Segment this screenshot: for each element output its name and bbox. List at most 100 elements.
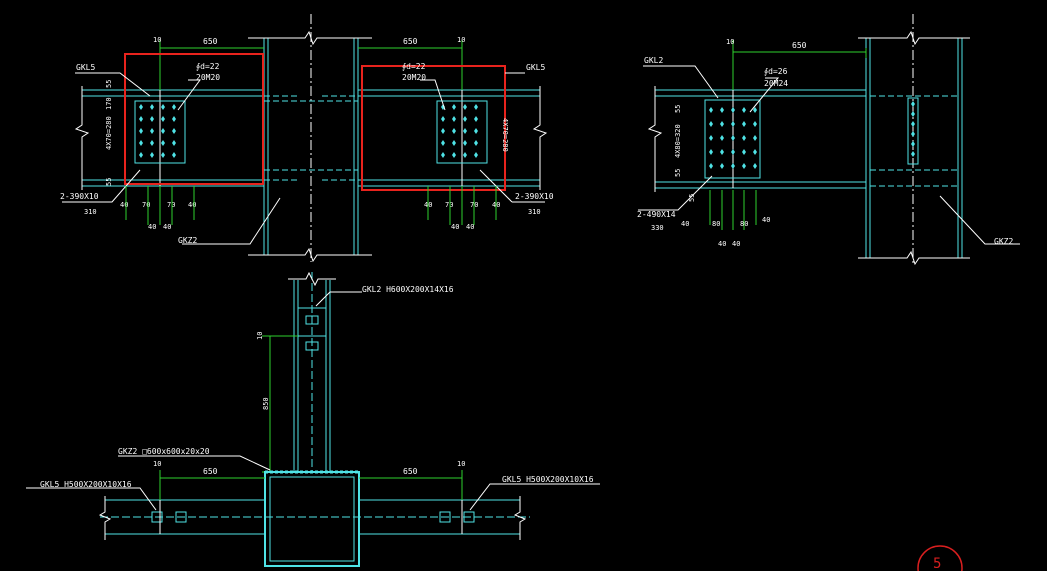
- label-plate-right: 2-390X10: [515, 192, 554, 201]
- bolt-group-right: [441, 104, 478, 158]
- highlight-box-left: [124, 53, 264, 185]
- bolt: [709, 107, 713, 113]
- label-gkz2-right: GKZ2: [994, 237, 1013, 246]
- bolt: [441, 128, 445, 134]
- bolt: [161, 116, 165, 122]
- bolt: [753, 163, 757, 169]
- bolt: [161, 128, 165, 134]
- dimensions-top-right: [709, 40, 867, 230]
- label-gkl5-plan-left: GKL5 H500X200X10X16: [40, 480, 132, 489]
- bolt: [139, 104, 143, 110]
- bolt: [742, 107, 746, 113]
- bolt: [709, 163, 713, 169]
- bolt: [474, 128, 478, 134]
- label-bolt-count-gkl2: 20M24: [764, 79, 788, 88]
- bolt: [463, 128, 467, 134]
- bolt-group-left: [139, 104, 176, 158]
- bolt: [150, 140, 154, 146]
- bolt: [161, 140, 165, 146]
- dim-10-right: 10: [457, 36, 465, 44]
- detail-gkl5-joint: 10 650 650 10 GKL5 ∮d=22 20M20 2-390X10 …: [60, 14, 554, 263]
- dim-170: 170: [105, 97, 113, 110]
- dim-330: 330: [651, 224, 664, 232]
- bolt: [139, 140, 143, 146]
- dim-310-right: 310: [528, 208, 541, 216]
- dim-85: 55: [674, 169, 682, 177]
- bolt: [474, 140, 478, 146]
- bolt: [720, 149, 724, 155]
- dim-10-plan-right: 10: [457, 460, 465, 468]
- bolt: [753, 135, 757, 141]
- bolt: [720, 107, 724, 113]
- bolt: [911, 131, 915, 137]
- dim-80-a: 80: [712, 220, 720, 228]
- dim-850: 850: [262, 397, 270, 410]
- detail-gkl2-joint: 10 650 GKL2 ∮d=26 20M24 2-490X14 330 GKZ…: [637, 14, 1020, 266]
- dim-70-c: 70: [445, 201, 453, 209]
- bolt: [911, 141, 915, 147]
- dim-40-c: 40: [148, 223, 156, 231]
- dim-4x80: 4X80=320: [674, 124, 682, 158]
- bolt: [720, 163, 724, 169]
- dim-70-a: 70: [142, 201, 150, 209]
- bolt: [161, 152, 165, 158]
- beam-gkl2-plan: [288, 271, 336, 472]
- beam-gkl2: [647, 86, 866, 192]
- bolt: [731, 135, 735, 141]
- dim-310-left: 310: [84, 208, 97, 216]
- bolt: [731, 149, 735, 155]
- bolt: [139, 152, 143, 158]
- dim-40-gkl2-a: 40: [681, 220, 689, 228]
- detail-marker-number: 5: [933, 556, 941, 571]
- dim-10-plan-left: 10: [153, 460, 161, 468]
- bolt: [911, 151, 915, 157]
- bolt: [172, 128, 176, 134]
- detail-plan-view: 10 850 650 10 650 1: [26, 271, 600, 567]
- bolt: [720, 135, 724, 141]
- leaders-plan: [26, 291, 600, 511]
- leaders-detail1: [62, 72, 545, 245]
- dim-10-left: 10: [153, 36, 161, 44]
- dim-70-b: 70: [167, 201, 175, 209]
- bolt: [139, 128, 143, 134]
- bolt: [172, 152, 176, 158]
- dim-650-plan-left: 650: [203, 467, 218, 476]
- label-bolt-dia-right: ∮d=22: [402, 62, 426, 71]
- label-bolt-dia-gkl2: ∮d=26: [764, 67, 788, 76]
- bolt: [452, 128, 456, 134]
- bolt: [150, 128, 154, 134]
- bolt: [709, 135, 713, 141]
- bolt: [150, 104, 154, 110]
- label-gkl2: GKL2: [644, 56, 663, 65]
- dim-40-a: 40: [120, 201, 128, 209]
- bolt-dim-ticks-detail1: [125, 186, 497, 225]
- bolt: [463, 116, 467, 122]
- bolt: [709, 149, 713, 155]
- bolt: [742, 149, 746, 155]
- dim-40-gkl2-b: 40: [762, 216, 770, 224]
- bolt: [441, 116, 445, 122]
- dim-55-gkl2-top: 55: [674, 105, 682, 113]
- bolt: [150, 116, 154, 122]
- bolt: [911, 111, 915, 117]
- bolt: [441, 140, 445, 146]
- column-gkz2-elevation: [248, 14, 372, 263]
- detail-marker: 5: [917, 545, 963, 571]
- dim-650-gkl2: 650: [792, 41, 807, 50]
- bolt: [172, 104, 176, 110]
- dim-40-d: 40: [163, 223, 171, 231]
- column-gkz2-inner: [269, 476, 355, 562]
- bolt: [474, 116, 478, 122]
- bolt: [139, 116, 143, 122]
- bolt: [463, 104, 467, 110]
- bolt-group-gkl2: [709, 107, 757, 169]
- dim-10-plan: 10: [256, 332, 264, 340]
- leaders-detail2: [638, 65, 1020, 245]
- bolt: [150, 152, 154, 158]
- bolt: [172, 116, 176, 122]
- column-gkz2-elevation-right: [858, 14, 970, 266]
- label-plate-left: 2-390X10: [60, 192, 99, 201]
- dim-40-h: 40: [466, 223, 474, 231]
- dimensions-plan-horizontal: [159, 470, 463, 500]
